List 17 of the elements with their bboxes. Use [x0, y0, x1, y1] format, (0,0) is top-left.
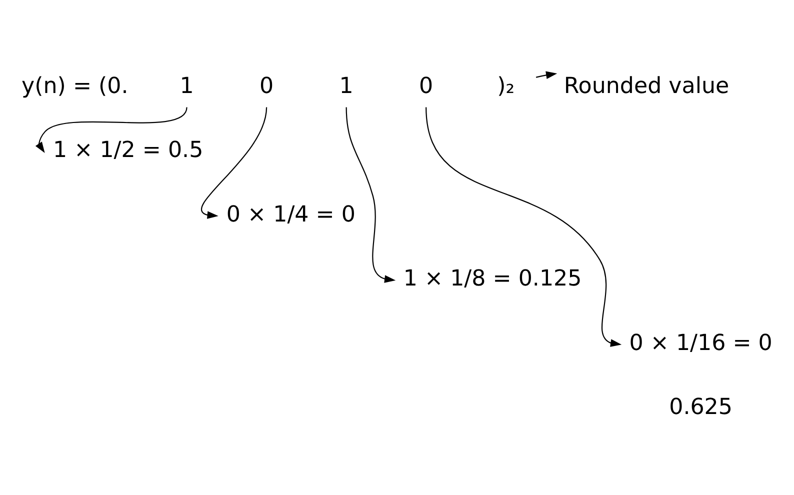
- node-text: )₂: [497, 72, 515, 98]
- arrow: [426, 106, 622, 346]
- node-text: 1 × 1/2 = 0.5: [52, 136, 204, 163]
- arrow: [536, 70, 558, 78]
- node-text: 0 × 1/4 = 0: [226, 200, 356, 227]
- arrow: [35, 106, 188, 153]
- node-text: 0 × 1/16 = 0: [629, 329, 772, 356]
- node-text: 0: [419, 72, 434, 98]
- node-text: Rounded value: [564, 72, 730, 98]
- node-text: 1: [339, 72, 354, 98]
- node-text: 0: [260, 72, 274, 98]
- node-text: 1: [180, 72, 194, 98]
- label: 0.625: [669, 394, 733, 420]
- arrow: [346, 106, 396, 282]
- node-text: y(n) = (0.: [22, 72, 128, 98]
- node-text: 1 × 1/8 = 0.125: [403, 265, 582, 292]
- arrow: [201, 106, 268, 218]
